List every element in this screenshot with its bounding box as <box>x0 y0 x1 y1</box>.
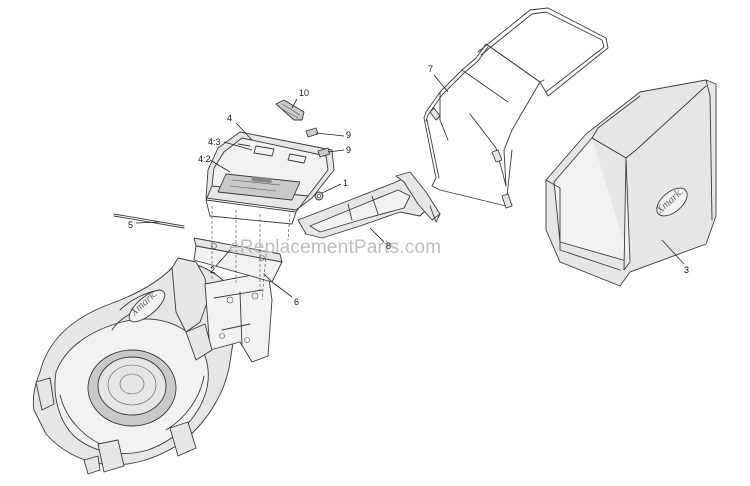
callout-labels: 10 4 9 9 4:3 4:2 1 5 8 2 6 7 3 <box>128 64 689 307</box>
bag-frame-part-7 <box>423 7 609 209</box>
discharge-chute-part-8 <box>297 171 441 239</box>
rod-part-5 <box>113 213 185 229</box>
callout-5: 5 <box>128 220 133 230</box>
callout-8: 8 <box>386 241 391 251</box>
screw-parts-9 <box>305 127 331 158</box>
leader-lines <box>135 74 685 298</box>
assembly-lines <box>211 206 291 301</box>
nut-part-1 <box>314 191 324 201</box>
callout-4-2: 4:2 <box>198 154 211 164</box>
rear-door-part-4 <box>205 131 335 225</box>
door-handle-part-10 <box>275 99 305 121</box>
grass-bag-part-3: Xmark. <box>545 79 717 287</box>
callout-10: 10 <box>299 88 309 98</box>
callout-7: 7 <box>428 64 433 74</box>
callout-9-lower: 9 <box>346 145 351 155</box>
callout-4: 4 <box>227 113 232 123</box>
mower-deck: Xmark. <box>32 257 273 475</box>
callout-2: 2 <box>210 265 215 275</box>
watermark-text: eReplacementParts.com <box>229 237 441 258</box>
callout-1: 1 <box>343 178 348 188</box>
callout-4-3: 4:3 <box>208 137 221 147</box>
callout-3: 3 <box>684 265 689 275</box>
callout-9-upper: 9 <box>346 130 351 140</box>
callout-6: 6 <box>294 297 299 307</box>
